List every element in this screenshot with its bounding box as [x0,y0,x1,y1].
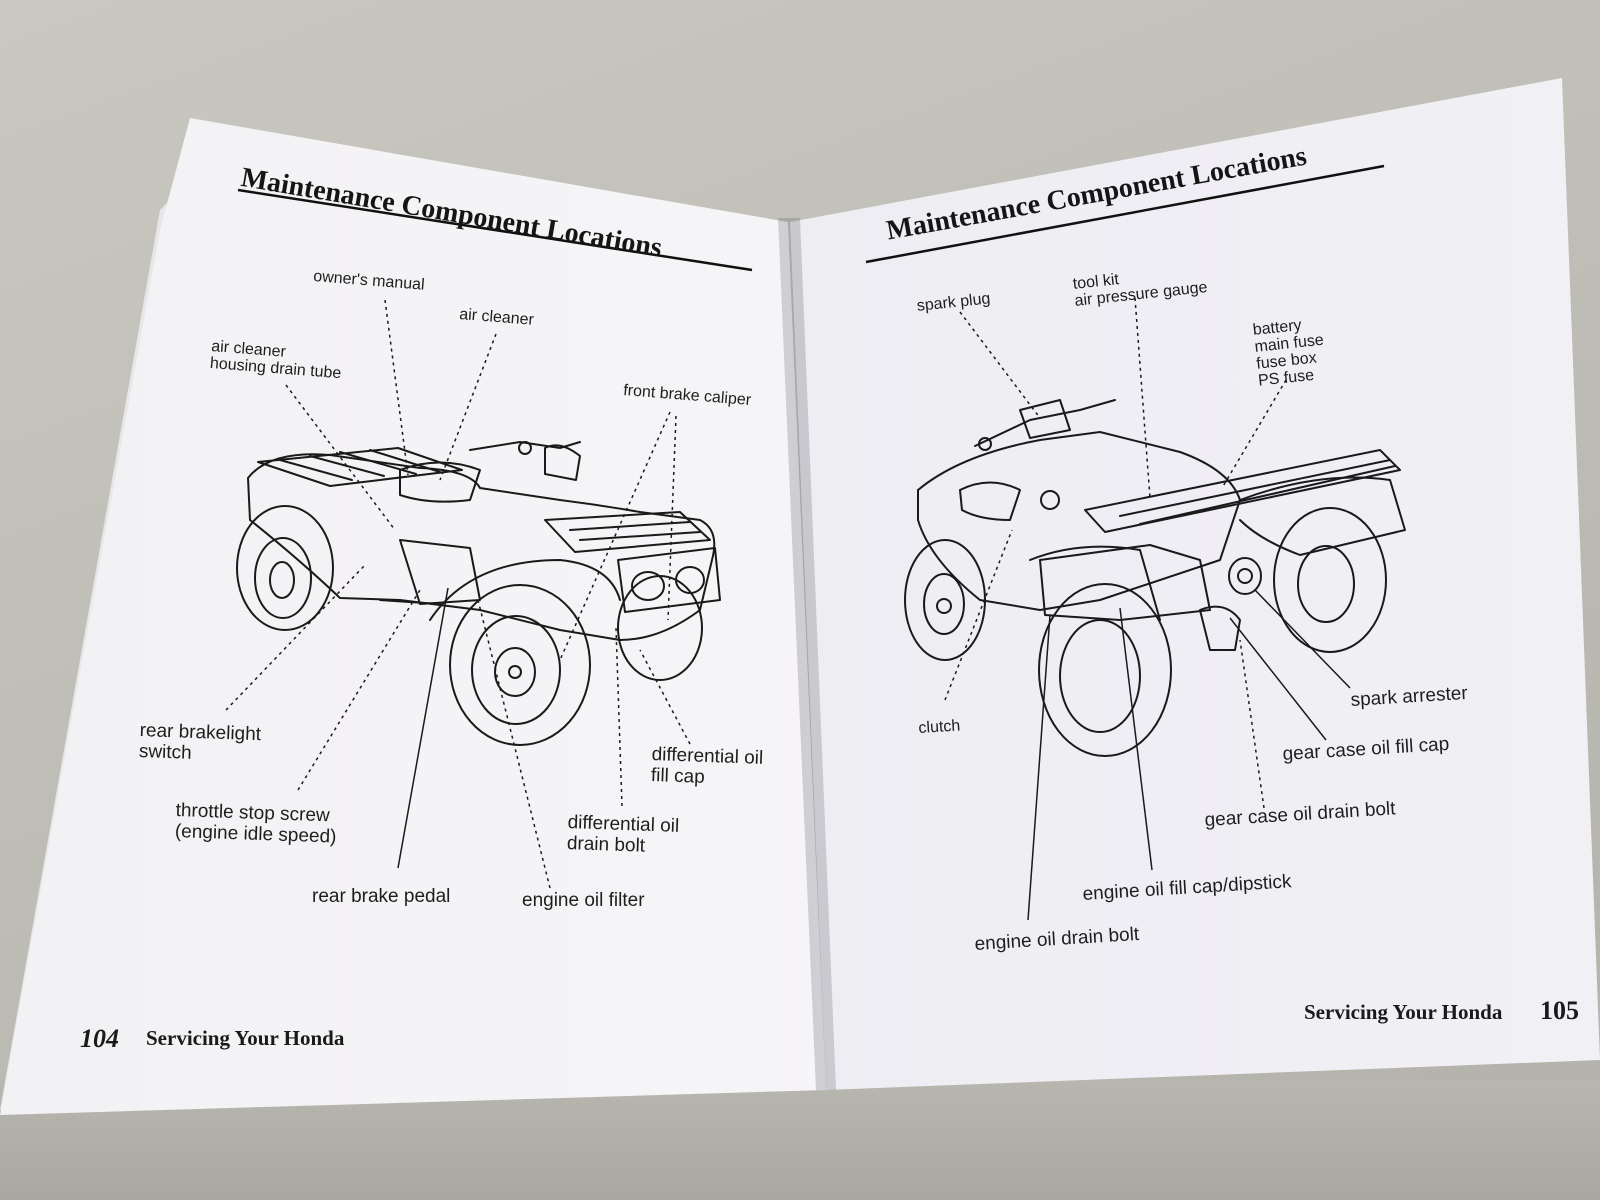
left-page-number: 104 [80,1024,119,1053]
right-atv-drawing [904,399,1406,757]
label-throttle-stop-screw: throttle stop screw (engine idle speed) [174,800,337,848]
label-differential-oil-fill-cap: differential oil fill cap [650,744,764,788]
right-page-section: Servicing Your Honda [1304,1000,1503,1024]
right-title-rule [865,164,1385,264]
label-battery-fuses: battery main fuse fuse box PS fuse [1252,316,1325,390]
left-atv-drawing [236,441,721,746]
label-engine-oil-filter: engine oil filter [522,890,645,911]
label-rear-brake-pedal: rear brake pedal [312,886,451,907]
right-page-number: 105 [1540,996,1579,1025]
label-rear-brakelight-switch: rear brakelight switch [138,720,262,764]
left-page-section: Servicing Your Honda [146,1026,345,1050]
left-leader-lines [225,299,691,889]
label-clutch: clutch [918,717,961,737]
left-title-rule [237,188,753,272]
label-differential-oil-drain-bolt: differential oil drain bolt [566,812,680,857]
right-leader-lines [944,297,1351,921]
